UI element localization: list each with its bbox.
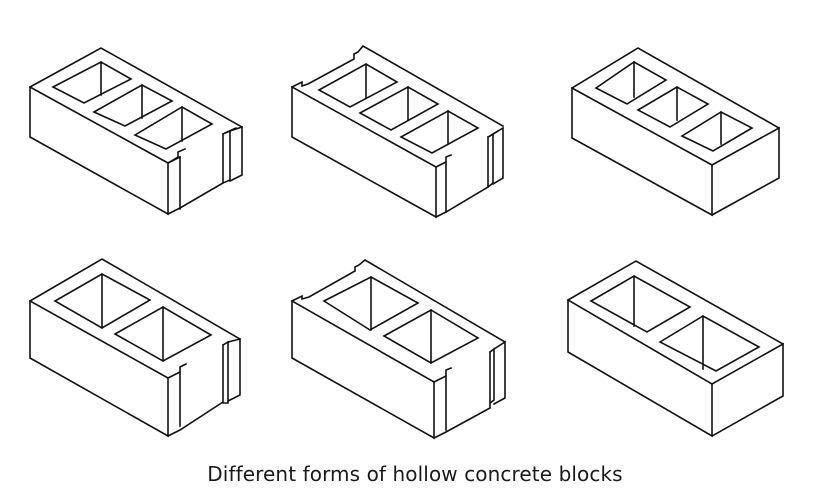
block-edge	[491, 126, 504, 186]
block-edge	[432, 351, 491, 440]
block-edge	[290, 259, 507, 344]
block-edge	[399, 110, 480, 154]
block-edge	[434, 153, 453, 169]
block-edge	[317, 63, 399, 108]
block-edge	[636, 86, 710, 128]
three-core-block-flanged-both-ends	[290, 44, 505, 219]
block-edge	[166, 344, 224, 438]
block-edge	[566, 260, 785, 346]
block-edge	[589, 275, 692, 333]
block-edge	[290, 44, 505, 128]
block-edge	[221, 129, 231, 185]
block-edge	[434, 136, 489, 219]
three-core-block-flanged-one-end	[28, 47, 244, 216]
block-edge	[166, 155, 182, 165]
block-edge	[322, 276, 420, 331]
two-core-block-plain	[566, 260, 785, 438]
block-edge	[28, 47, 244, 129]
block-edge	[432, 366, 453, 384]
block-edge	[51, 61, 133, 104]
block-edge	[710, 342, 784, 438]
block-edge	[53, 273, 152, 329]
block-edge	[488, 347, 495, 405]
block-edge	[133, 106, 214, 150]
block-edge	[382, 309, 480, 364]
block-edge	[290, 299, 435, 440]
block-edge	[570, 47, 781, 130]
two-core-block-flanged-one-end	[28, 258, 242, 438]
block-edge	[228, 125, 243, 183]
block-edge	[113, 306, 213, 362]
block-edge	[492, 340, 506, 406]
two-core-block-flanged-both-ends	[290, 259, 507, 440]
block-edge	[226, 337, 241, 403]
block-edge	[28, 299, 169, 438]
block-edge	[166, 133, 224, 216]
figure-caption: Different forms of hollow concrete block…	[207, 462, 623, 486]
block-edge	[221, 340, 229, 404]
block-edge	[92, 84, 174, 127]
block-edge	[566, 298, 713, 438]
block-edge	[710, 126, 780, 217]
block-edge	[28, 258, 242, 341]
block-edge	[358, 86, 440, 131]
block-edge	[658, 315, 761, 372]
block-edge	[680, 111, 754, 152]
block-edge	[166, 362, 188, 380]
block-edge	[290, 85, 437, 219]
block-edge	[223, 126, 238, 135]
block-edge	[488, 129, 500, 138]
block-edge	[594, 61, 668, 105]
block-edge	[28, 85, 169, 216]
three-core-block-plain	[570, 47, 781, 217]
